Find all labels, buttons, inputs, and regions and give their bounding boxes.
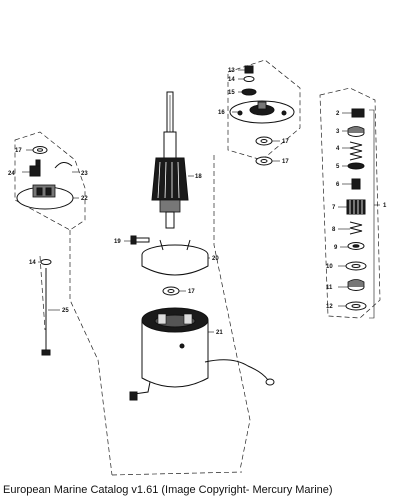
callout-10: 10 xyxy=(326,264,333,270)
bracket-line-part-1 xyxy=(369,109,380,319)
spring-part-8 xyxy=(349,221,363,235)
brush-spring-part-23 xyxy=(54,162,73,169)
callout-5: 5 xyxy=(336,164,340,170)
callout-14: 14 xyxy=(228,77,235,83)
spring-part-4 xyxy=(349,141,363,161)
washer-part-17a xyxy=(32,146,48,154)
callout-9: 9 xyxy=(334,245,338,251)
callout-7: 7 xyxy=(332,205,336,211)
brush-part-24 xyxy=(29,159,41,177)
callout-17: 17 xyxy=(188,289,195,295)
frame-assembly-part-21 xyxy=(129,307,275,401)
callout-17: 17 xyxy=(15,148,22,154)
callout-6: 6 xyxy=(336,182,340,188)
callout-labels: 13 14 15 16 17 17 18 17 24 23 22 14 25 1… xyxy=(8,68,387,336)
collar-part-3 xyxy=(347,126,365,137)
nut-part-13 xyxy=(244,65,254,74)
brush-plate-part-22 xyxy=(16,184,74,210)
nut-part-2 xyxy=(351,108,365,118)
callout-19: 19 xyxy=(114,239,121,245)
washer-part-17b xyxy=(255,136,273,146)
drive-gear-part-7 xyxy=(346,199,366,215)
washer-part-17d xyxy=(162,286,180,296)
callout-2: 2 xyxy=(336,111,340,117)
washer-part-14a xyxy=(243,76,255,82)
callout-21: 21 xyxy=(216,330,223,336)
exploded-parts-diagram: 13 14 15 16 17 17 18 17 24 23 22 14 25 1… xyxy=(8,59,387,476)
assembly-guide-lines xyxy=(14,59,381,476)
armature-part-18 xyxy=(151,91,189,229)
callout-20: 20 xyxy=(212,256,219,262)
callout-18: 18 xyxy=(195,174,202,180)
washer-part-14b xyxy=(40,259,52,265)
callout-11: 11 xyxy=(326,285,333,291)
callout-17: 17 xyxy=(282,159,289,165)
image-caption: European Marine Catalog v1.61 (Image Cop… xyxy=(3,484,333,496)
callout-14: 14 xyxy=(29,260,36,266)
sleeve-part-5 xyxy=(347,162,365,170)
callout-16: 16 xyxy=(218,110,225,116)
screw-part-19 xyxy=(130,235,150,245)
callout-1: 1 xyxy=(383,203,387,209)
end-plate-part-16 xyxy=(229,100,295,124)
washer-part-17c xyxy=(255,156,273,166)
washer-part-10 xyxy=(345,261,367,271)
callout-3: 3 xyxy=(336,129,340,135)
washer-part-15 xyxy=(241,88,257,96)
cover-band-part-20 xyxy=(141,239,209,276)
callout-25: 25 xyxy=(62,308,69,314)
pin-part-6 xyxy=(351,178,361,190)
callout-17: 17 xyxy=(282,139,289,145)
callout-12: 12 xyxy=(326,304,333,310)
washer-part-9 xyxy=(347,242,365,250)
callout-15: 15 xyxy=(228,90,235,96)
spacer-part-11 xyxy=(347,279,365,291)
callout-4: 4 xyxy=(336,146,340,152)
callout-24: 24 xyxy=(8,171,15,177)
washer-part-12 xyxy=(345,301,367,311)
callout-8: 8 xyxy=(332,227,336,233)
callout-22: 22 xyxy=(81,196,88,202)
through-bolt-part-25 xyxy=(41,268,51,356)
leader-lines xyxy=(22,69,352,333)
callout-23: 23 xyxy=(81,171,88,177)
callout-13: 13 xyxy=(228,68,235,74)
